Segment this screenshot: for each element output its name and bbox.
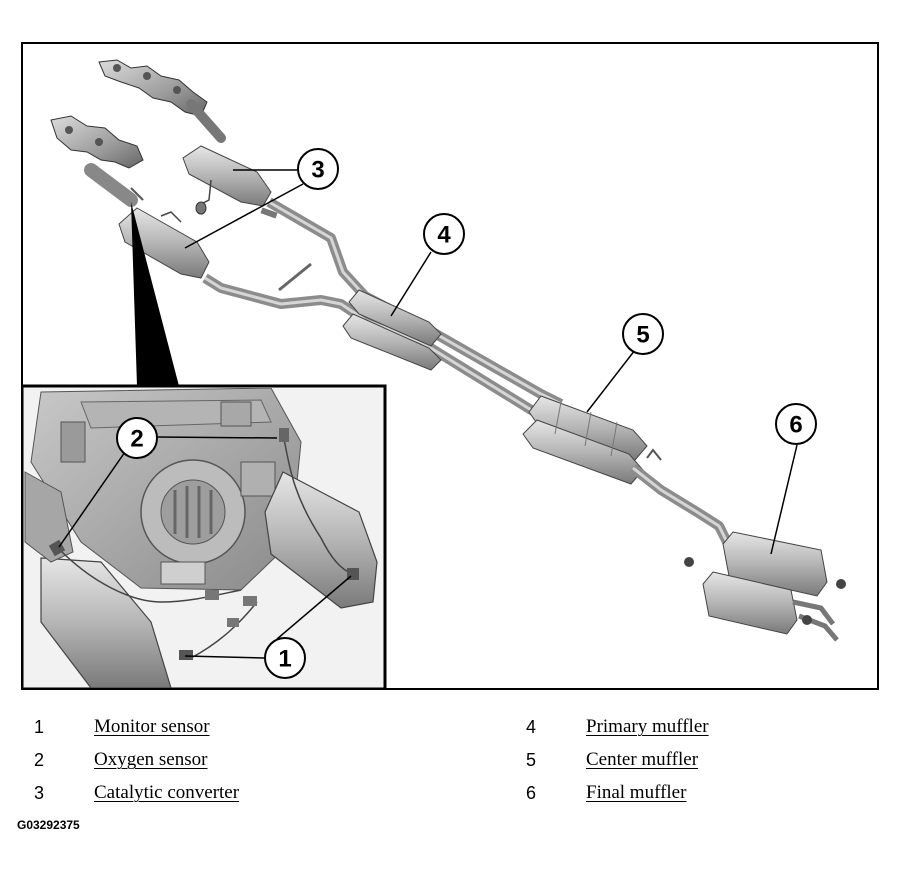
legend-item-5: 5 Center muffler — [526, 746, 698, 774]
exhaust-system-diagram: 3 4 5 6 2 1 — [21, 42, 879, 690]
legend-item-6: 6 Final muffler — [526, 779, 686, 807]
legend-label: Catalytic converter — [94, 782, 240, 803]
legend: 1 Monitor sensor 2 Oxygen sensor 3 Catal… — [0, 705, 900, 815]
legend-number: 6 — [526, 782, 537, 803]
legend-item-4: 4 Primary muffler — [526, 713, 709, 741]
final-muffler — [684, 531, 846, 642]
callout-6: 6 — [775, 403, 817, 445]
legend-number: 2 — [34, 749, 45, 770]
lower-catalytic-converter — [118, 207, 210, 279]
exhaust-system-illustration — [50, 59, 846, 642]
legend-number: 1 — [34, 716, 45, 737]
callout-5-number: 5 — [636, 322, 649, 349]
legend-label: Center muffler — [586, 749, 699, 770]
callout-3-number: 3 — [311, 157, 324, 184]
callout-1-number: 1 — [278, 646, 291, 673]
legend-number: 5 — [526, 749, 537, 770]
legend-item-3: 3 Catalytic converter — [34, 779, 239, 807]
legend-number: 4 — [526, 716, 537, 737]
callout-1: 1 — [264, 637, 306, 679]
lower-manifold — [50, 115, 144, 207]
monitor-sensor-bottom — [179, 650, 193, 660]
leader-lines — [58, 169, 798, 659]
callout-3: 3 — [297, 148, 339, 190]
oxygen-sensor-right — [279, 428, 289, 442]
callout-4: 4 — [423, 213, 465, 255]
figure-code: G03292375 — [17, 818, 80, 832]
legend-number: 3 — [34, 782, 45, 803]
legend-label: Final muffler — [586, 782, 687, 803]
center-muffler — [522, 395, 648, 485]
callout-6-number: 6 — [789, 412, 802, 439]
legend-item-2: 2 Oxygen sensor — [34, 746, 207, 774]
legend-label: Primary muffler — [586, 716, 709, 737]
callout-2: 2 — [116, 417, 158, 459]
upper-manifold — [98, 59, 226, 143]
primary-muffler — [342, 289, 442, 371]
callout-2-number: 2 — [130, 426, 143, 453]
callout-5: 5 — [622, 313, 664, 355]
engine-detail-inset — [21, 384, 387, 690]
callout-4-number: 4 — [437, 222, 451, 249]
legend-label: Oxygen sensor — [94, 749, 208, 770]
legend-item-1: 1 Monitor sensor — [34, 713, 210, 741]
legend-label: Monitor sensor — [94, 716, 210, 737]
inset-pointer — [131, 202, 179, 386]
upper-catalytic-converter — [182, 145, 272, 215]
